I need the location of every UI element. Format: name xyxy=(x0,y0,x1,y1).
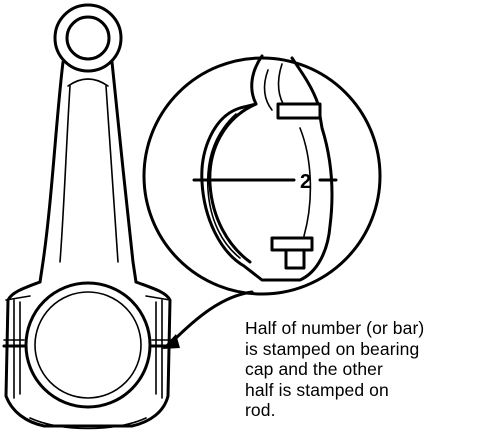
caption: Half of number (or bar) is stamped on be… xyxy=(245,318,495,421)
detail-circle: 2 xyxy=(142,54,382,296)
connecting-rod xyxy=(2,3,174,430)
pointer-arrow xyxy=(162,290,254,349)
caption-line: cap and the other xyxy=(245,359,383,379)
caption-line: is stamped on bearing xyxy=(245,338,420,359)
caption-line: rod. xyxy=(245,400,276,420)
caption-line: half is stamped on xyxy=(245,379,389,400)
caption-line: Half of number (or bar) xyxy=(245,318,425,338)
stamp-mark: 2 xyxy=(300,171,311,193)
